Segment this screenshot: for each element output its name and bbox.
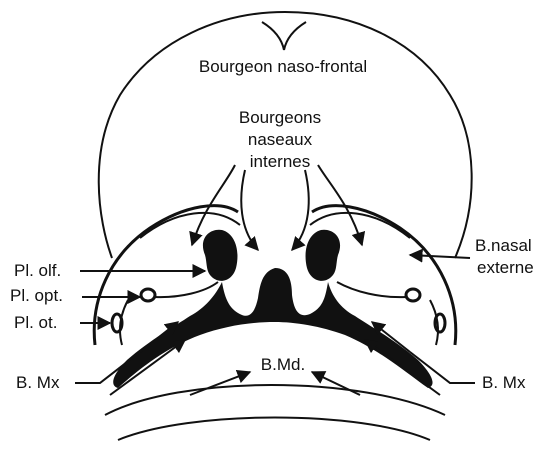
right-optic-vesicle [406,289,420,301]
label-nasal-external-1: B.nasal [475,236,532,256]
left-olfactory-pit [203,230,238,281]
label-nasal-internal-3: internes [225,152,335,172]
label-b-mx-right: B. Mx [482,373,525,393]
left-maxillary-curve [120,300,128,345]
arrow-b-md-left [190,372,250,395]
arrow-inner-nasal-3 [292,170,309,250]
arrow-b-md-right [312,372,360,395]
right-olfactory-pit [306,230,341,281]
label-pl-ot: Pl. ot. [14,313,57,333]
arrow-inner-nasal-2 [241,170,258,250]
right-optic-line [337,282,406,297]
label-nasal-internal-1: Bourgeons [225,108,335,128]
left-optic-vesicle [141,289,155,301]
label-pl-opt: Pl. opt. [10,286,63,306]
mandibular-arch-1 [105,385,445,415]
label-naso-frontal: Bourgeon naso-frontal [183,57,383,77]
label-nasal-external-2: externe [477,258,534,278]
label-b-mx-left: B. Mx [16,373,59,393]
label-b-md: B.Md. [243,355,323,375]
forehead-notch [262,22,306,50]
arrow-nasal-external [410,255,470,258]
left-optic-line [155,282,218,297]
label-nasal-internal-2: naseaux [225,130,335,150]
mandibular-arch-2 [118,418,430,441]
label-pl-olf: Pl. olf. [14,261,61,281]
